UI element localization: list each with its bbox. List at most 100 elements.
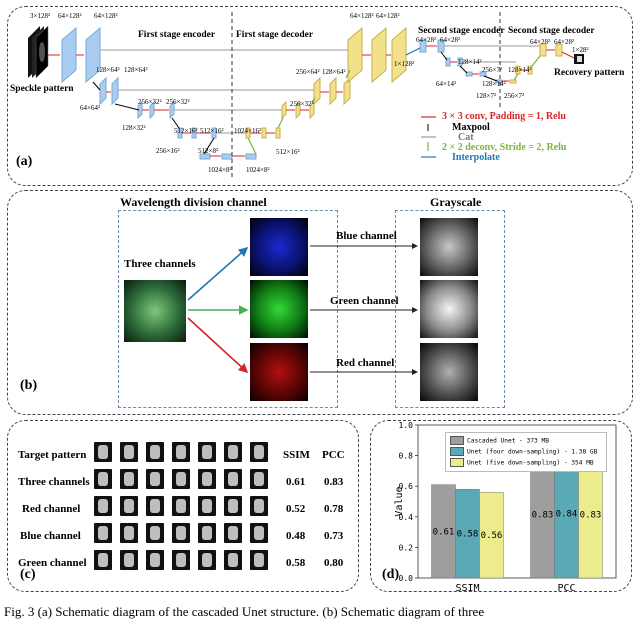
size-label: 64×64² <box>80 104 101 112</box>
size-label: 64×128² <box>376 12 400 20</box>
pattern-thumbnail <box>146 523 164 543</box>
speckle-label: Speckle pattern <box>10 84 74 94</box>
enc-slab-1 <box>61 26 77 84</box>
pattern-thumbnail <box>120 442 138 462</box>
wdc-box <box>118 210 338 408</box>
enc-slab-7 <box>169 100 175 120</box>
second-encoder-label: Second stage encoder <box>418 26 505 36</box>
dec-slab-6 <box>309 100 315 120</box>
pattern-thumbnail <box>146 442 164 462</box>
size-label: 64×128² <box>94 12 118 20</box>
red-channel-image <box>250 343 308 401</box>
blue-channel-image <box>250 218 308 276</box>
row-name: Green channel <box>18 557 87 569</box>
size-label: 128×64² <box>322 68 346 76</box>
pattern-thumbnail <box>198 550 216 570</box>
pattern-thumbnail <box>94 442 112 462</box>
pattern-thumbnail <box>146 550 164 570</box>
panel-d-label: (d) <box>382 567 400 582</box>
s2-slab-10 <box>527 65 533 75</box>
size-label: 1024×8² <box>246 166 270 174</box>
size-label: 64×28² <box>416 36 437 44</box>
enc-slab-12 <box>221 153 233 160</box>
row-pcc: 0.73 <box>324 530 344 542</box>
pattern-thumbnail <box>250 523 268 543</box>
second-decoder-label: Second stage decoder <box>508 26 595 36</box>
s2-slab-8 <box>509 79 517 84</box>
pattern-thumbnail <box>120 550 138 570</box>
size-label: 128×64² <box>124 66 148 74</box>
row-pcc: 0.83 <box>324 476 344 488</box>
size-label: 256×32² <box>138 98 162 106</box>
legend-cat: Cat <box>458 132 474 143</box>
pattern-thumbnail <box>146 469 164 489</box>
pattern-thumbnail <box>172 550 190 570</box>
size-label: 512×16² <box>276 148 300 156</box>
size-label: 128×32² <box>122 124 146 132</box>
size-label: 1×28² <box>572 46 589 54</box>
pattern-thumbnail <box>250 550 268 570</box>
pattern-thumbnail <box>94 523 112 543</box>
size-label: 64×28² <box>530 38 551 46</box>
size-label: 128×64² <box>96 66 120 74</box>
size-label: 3×128² <box>30 12 51 20</box>
size-label: 64×128² <box>350 12 374 20</box>
recovery-label: Recovery pattern <box>554 68 625 78</box>
pattern-thumbnail <box>172 442 190 462</box>
pattern-thumbnail <box>172 469 190 489</box>
enc-slab-6 <box>149 100 155 120</box>
pattern-thumbnail <box>224 442 242 462</box>
dec-slab-7 <box>313 76 321 106</box>
speckle-stack <box>28 25 49 79</box>
red-channel-label: Red channel <box>336 357 395 369</box>
pattern-thumbnail <box>94 469 112 489</box>
size-label: 256×16² <box>156 147 180 155</box>
dec-slab-5 <box>295 100 301 120</box>
chart-legend: Cascaded Unet - 373 MB Unet (four down-s… <box>445 432 607 472</box>
legend-text: Unet (five down-sampling) - 354 MB <box>467 459 594 467</box>
row-name: Target pattern <box>18 449 87 461</box>
enc-slab-13 <box>245 153 257 160</box>
enc-slab-4 <box>111 76 119 106</box>
dec-slab-10 <box>347 26 363 84</box>
pattern-thumbnail <box>224 523 242 543</box>
size-label: 512×16² <box>174 127 198 135</box>
size-label: 256×32² <box>290 100 314 108</box>
dec-slab-12 <box>391 26 407 84</box>
s2-slab-12 <box>555 43 563 57</box>
panel-b <box>7 190 633 415</box>
pattern-thumbnail <box>94 496 112 516</box>
legend-swatch <box>450 458 464 467</box>
enc-slab-2 <box>85 26 101 84</box>
grayscale-title: Grayscale <box>430 195 482 209</box>
pattern-thumbnail <box>198 442 216 462</box>
legend-text: Unet (four down-sampling) - 1.38 GB <box>467 448 598 456</box>
figure-caption: Fig. 3 (a) Schematic diagram of the casc… <box>4 604 485 619</box>
s2-slab-6 <box>479 71 487 77</box>
gray-red-image <box>420 343 478 401</box>
pattern-thumbnail <box>198 496 216 516</box>
unet-diagram <box>28 12 584 178</box>
three-channels-label: Three channels <box>124 258 196 270</box>
dec-slab-11 <box>371 26 387 84</box>
enc-slab-5 <box>137 100 143 120</box>
size-label: 128×7² <box>476 92 497 100</box>
pattern-thumbnail <box>120 523 138 543</box>
size-label: 256×32² <box>166 98 190 106</box>
col-pcc-header: PCC <box>322 449 345 461</box>
panel-b-label: (b) <box>20 378 38 393</box>
row-pcc: 0.78 <box>324 503 344 515</box>
row-ssim: 0.61 <box>286 476 306 488</box>
pattern-thumbnail <box>172 496 190 516</box>
pattern-thumbnail <box>94 550 112 570</box>
dec-slab-2 <box>261 127 267 139</box>
size-label: 64×14² <box>436 80 457 88</box>
green-channel-image <box>250 280 308 338</box>
green-channel-label: Green channel <box>330 295 399 307</box>
blue-channel-label: Blue channel <box>336 230 397 242</box>
pattern-thumbnail <box>224 469 242 489</box>
size-label: 512×16² <box>200 127 224 135</box>
row-ssim: 0.58 <box>286 557 306 569</box>
row-name: Red channel <box>22 503 81 515</box>
legend-interp: Interpolate <box>452 152 500 163</box>
